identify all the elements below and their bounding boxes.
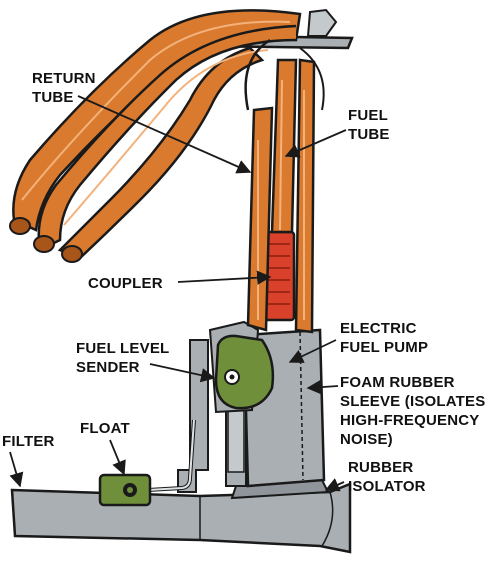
rubber-isolator-label: RUBBER ISOLATOR — [348, 458, 426, 496]
rubber-isolator-label-line-1: RUBBER — [348, 459, 414, 476]
rubber-isolator-label-line-2: ISOLATOR — [348, 478, 426, 495]
electric-fuel-pump-label: ELECTRIC FUEL PUMP — [340, 319, 428, 357]
fuel-tube-label-line-1: FUEL — [348, 107, 388, 124]
rubber-isolator-leader — [324, 478, 345, 492]
float-label-line-1: FLOAT — [80, 420, 130, 437]
fuel-tube-label-line-2: TUBE — [348, 126, 390, 143]
coupler-leader — [177, 270, 272, 285]
foam-rubber-sleeve-label-line-4: NOISE) — [340, 431, 393, 448]
electric-fuel-pump-label-line-1: ELECTRIC — [340, 320, 417, 337]
return-tube-label-line-2: TUBE — [32, 89, 74, 106]
float-leader — [109, 439, 126, 476]
fuel-tube-vertical — [270, 58, 298, 234]
foam-rubber-sleeve-label-line-2: SLEEVE (ISOLATES — [340, 393, 486, 410]
filter-label-line-1: FILTER — [2, 433, 55, 450]
filter-label: FILTER — [2, 432, 55, 451]
fuel-level-sender-label-line-1: FUEL LEVEL — [76, 340, 170, 357]
return-tube-label-line-1: RETURN — [32, 70, 96, 87]
fuel-level-sender-leader — [149, 363, 216, 383]
foam-rubber-sleeve-label: FOAM RUBBER SLEEVE (ISOLATES HIGH-FREQUE… — [340, 373, 485, 449]
fuel-level-sender-label-line-2: SENDER — [76, 359, 140, 376]
coupler-label-line-1: COUPLER — [88, 275, 163, 292]
return-tube-leader — [77, 95, 252, 174]
electric-fuel-pump-leader — [288, 339, 337, 363]
foam-rubber-sleeve-leader — [306, 379, 339, 395]
fuel-level-sender-label: FUEL LEVEL SENDER — [76, 339, 169, 377]
fuel-level-sender-shape — [214, 334, 275, 410]
foam-rubber-sleeve-label-line-1: FOAM RUBBER — [340, 374, 455, 391]
return-tube-label: RETURN TUBE — [32, 69, 96, 107]
float-label: FLOAT — [80, 419, 130, 438]
support-bracket — [177, 339, 209, 493]
foam-rubber-sleeve-label-line-3: HIGH-FREQUENCY — [340, 412, 480, 429]
electric-fuel-pump-label-line-2: FUEL PUMP — [340, 339, 429, 356]
fuel-tube-leader — [284, 129, 347, 158]
fuel-tube-label: FUEL TUBE — [348, 106, 390, 144]
filter-leader — [9, 451, 24, 488]
coupler-label: COUPLER — [88, 274, 163, 293]
